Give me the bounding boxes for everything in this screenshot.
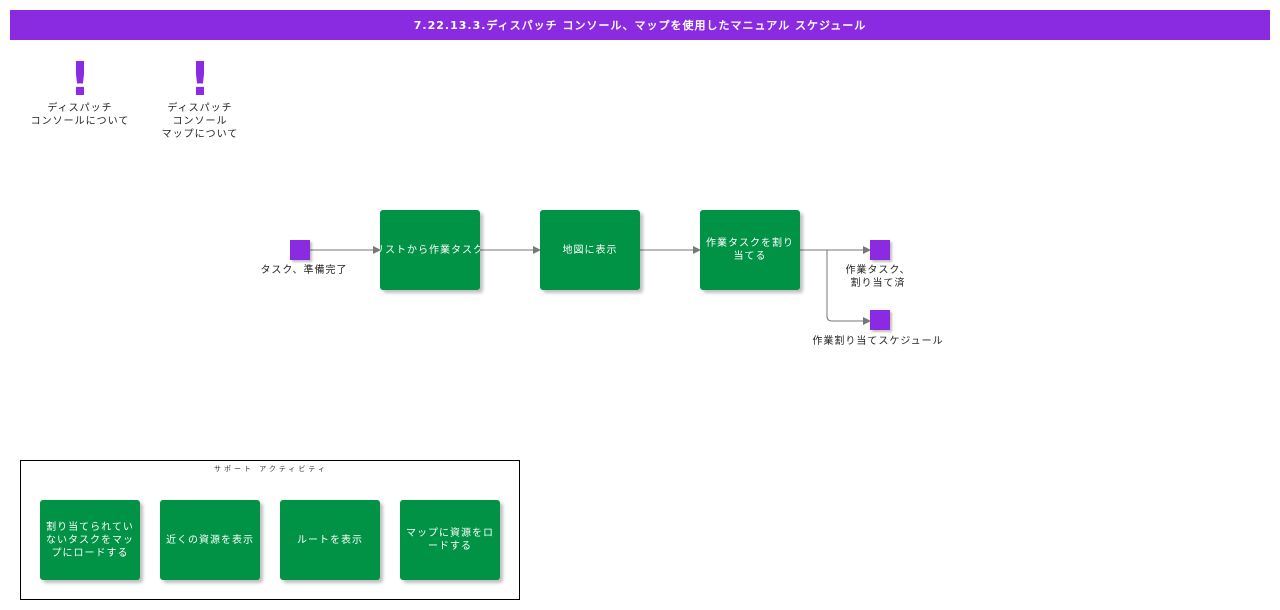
task-label: マップに資源をロードする <box>406 528 494 552</box>
task-load-unassigned-tasks[interactable]: 割り当てられていないタスクをマップにロードする <box>40 500 140 580</box>
info-link-label: ディスパッチ コンソールについて <box>30 103 130 127</box>
end-event-label: 作業割り当てスケジュール <box>812 336 944 347</box>
end-event-marker <box>870 310 890 330</box>
about-dispatch-console-link[interactable]: ! ディスパッチ コンソールについて <box>10 56 150 128</box>
info-link-label: ディスパッチ コンソール マップについて <box>161 103 239 140</box>
support-activities-group: サポート アクティビティ 割り当てられていないタスクをマップにロードする 近くの… <box>20 460 520 600</box>
task-list-work-tasks[interactable]: リストから作業タスク <box>380 210 480 290</box>
task-label: ルートを表示 <box>297 534 363 546</box>
page-title: 7.22.13.3.ディスパッチ コンソール、マップを使用したマニュアル スケジ… <box>10 10 1270 40</box>
group-title: サポート アクティビティ <box>213 465 329 473</box>
task-label: リストから作業タスク <box>380 244 480 256</box>
start-event-label: タスク、準備完了 <box>260 265 348 276</box>
exclamation-icon: ! <box>189 52 211 106</box>
end-event-marker <box>870 240 890 260</box>
task-show-on-map[interactable]: 地図に表示 <box>540 210 640 290</box>
start-event-marker <box>290 240 310 260</box>
task-load-resources-to-map[interactable]: マップに資源をロードする <box>400 500 500 580</box>
task-label: 作業タスクを割り当てる <box>706 238 794 262</box>
exclamation-icon: ! <box>69 52 91 106</box>
task-label: 地図に表示 <box>562 244 618 256</box>
task-show-route[interactable]: ルートを表示 <box>280 500 380 580</box>
end-event-label: 作業タスク、 割り当て済 <box>845 265 911 289</box>
task-show-nearby-resources[interactable]: 近くの資源を表示 <box>160 500 260 580</box>
connector-task3-to-end2 <box>826 250 871 325</box>
task-label: 近くの資源を表示 <box>166 534 254 546</box>
task-assign-work-task[interactable]: 作業タスクを割り当てる <box>700 210 800 290</box>
about-dispatch-console-map-link[interactable]: ! ディスパッチ コンソール マップについて <box>130 56 270 141</box>
task-label: 割り当てられていないタスクをマップにロードする <box>46 521 134 559</box>
